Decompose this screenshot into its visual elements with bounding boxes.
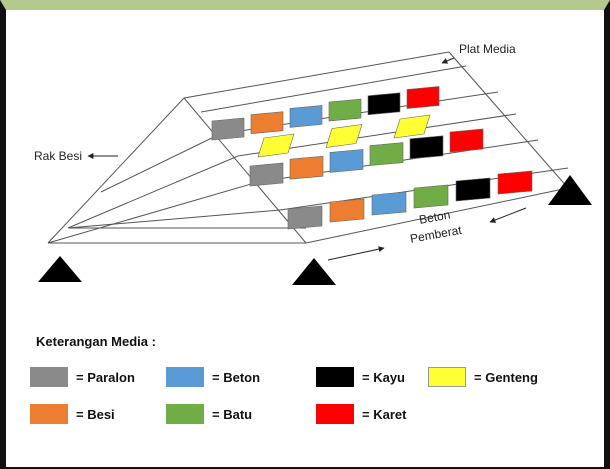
genteng-tile xyxy=(325,124,363,148)
legend-label: = Paralon xyxy=(76,369,135,385)
foot-left xyxy=(38,256,82,282)
batu-swatch xyxy=(166,404,204,424)
genteng-swatch xyxy=(428,367,466,387)
foot-right xyxy=(548,175,592,205)
beton-tile xyxy=(289,105,323,128)
kayu-tile xyxy=(455,177,491,202)
paralon-tile xyxy=(249,162,284,187)
media-tiles xyxy=(211,86,533,230)
wire-1 xyxy=(47,181,259,244)
karet-tile xyxy=(406,86,440,109)
paralon-tile xyxy=(211,117,245,141)
karet-tile xyxy=(449,128,484,153)
besi-tile xyxy=(250,111,284,135)
plat-media-arrow xyxy=(441,57,455,64)
legend-label: = Batu xyxy=(212,406,253,422)
besi-tile xyxy=(289,155,324,180)
karet-tile xyxy=(497,170,533,195)
legend-label: = Karet xyxy=(362,406,407,422)
genteng-tile xyxy=(393,114,431,139)
rail-bottom xyxy=(305,187,569,244)
plat-media-label: Plat Media xyxy=(459,42,516,56)
legend-item-karet: = Karet xyxy=(316,404,406,424)
batu-tile xyxy=(328,98,362,122)
kayu-swatch xyxy=(316,367,354,387)
kayu-tile xyxy=(409,135,444,160)
paralon-tile xyxy=(287,205,323,230)
legend-item-genteng: = Genteng xyxy=(428,367,538,387)
legend-item-kayu: = Kayu xyxy=(316,367,405,387)
wire-3 xyxy=(100,133,221,193)
batu-tile xyxy=(413,184,449,209)
rack-ridge xyxy=(183,51,450,99)
rack-left-leg xyxy=(47,97,185,244)
legend-item-batu: = Batu xyxy=(166,404,252,424)
beton-tile xyxy=(371,191,407,216)
rack-back-edge xyxy=(448,51,569,189)
legend-label: = Beton xyxy=(212,369,261,385)
rack-diagram xyxy=(38,51,592,285)
figure-content: Plat Media Rak Besi Beton Pemberat Keter… xyxy=(6,10,604,467)
wire-4 xyxy=(67,209,281,229)
beton-tile xyxy=(329,149,364,173)
foot-middle xyxy=(292,258,336,285)
besi-swatch xyxy=(30,404,68,424)
kayu-tile xyxy=(367,92,401,116)
karet-swatch xyxy=(316,404,354,424)
rak-besi-label: Rak Besi xyxy=(34,149,83,163)
paralon-swatch xyxy=(30,367,68,387)
legend-label: = Kayu xyxy=(362,369,405,385)
legend-label: = Genteng xyxy=(474,369,538,385)
legend-label: = Besi xyxy=(76,406,115,422)
legend-item-paralon: = Paralon xyxy=(30,367,135,387)
legend-title: Keterangan Media : xyxy=(36,334,156,349)
beton-arrow-upper xyxy=(489,207,527,223)
beton-swatch xyxy=(166,367,204,387)
rail-1 xyxy=(200,65,467,113)
wire-2 xyxy=(67,155,239,229)
legend-item-besi: = Besi xyxy=(30,404,115,424)
besi-tile xyxy=(329,198,365,223)
genteng-tile xyxy=(257,133,295,158)
rack-right-leg xyxy=(183,97,307,244)
beton-arrow-lower xyxy=(327,246,385,261)
legend-item-beton: = Beton xyxy=(166,367,260,387)
batu-tile xyxy=(369,142,404,166)
